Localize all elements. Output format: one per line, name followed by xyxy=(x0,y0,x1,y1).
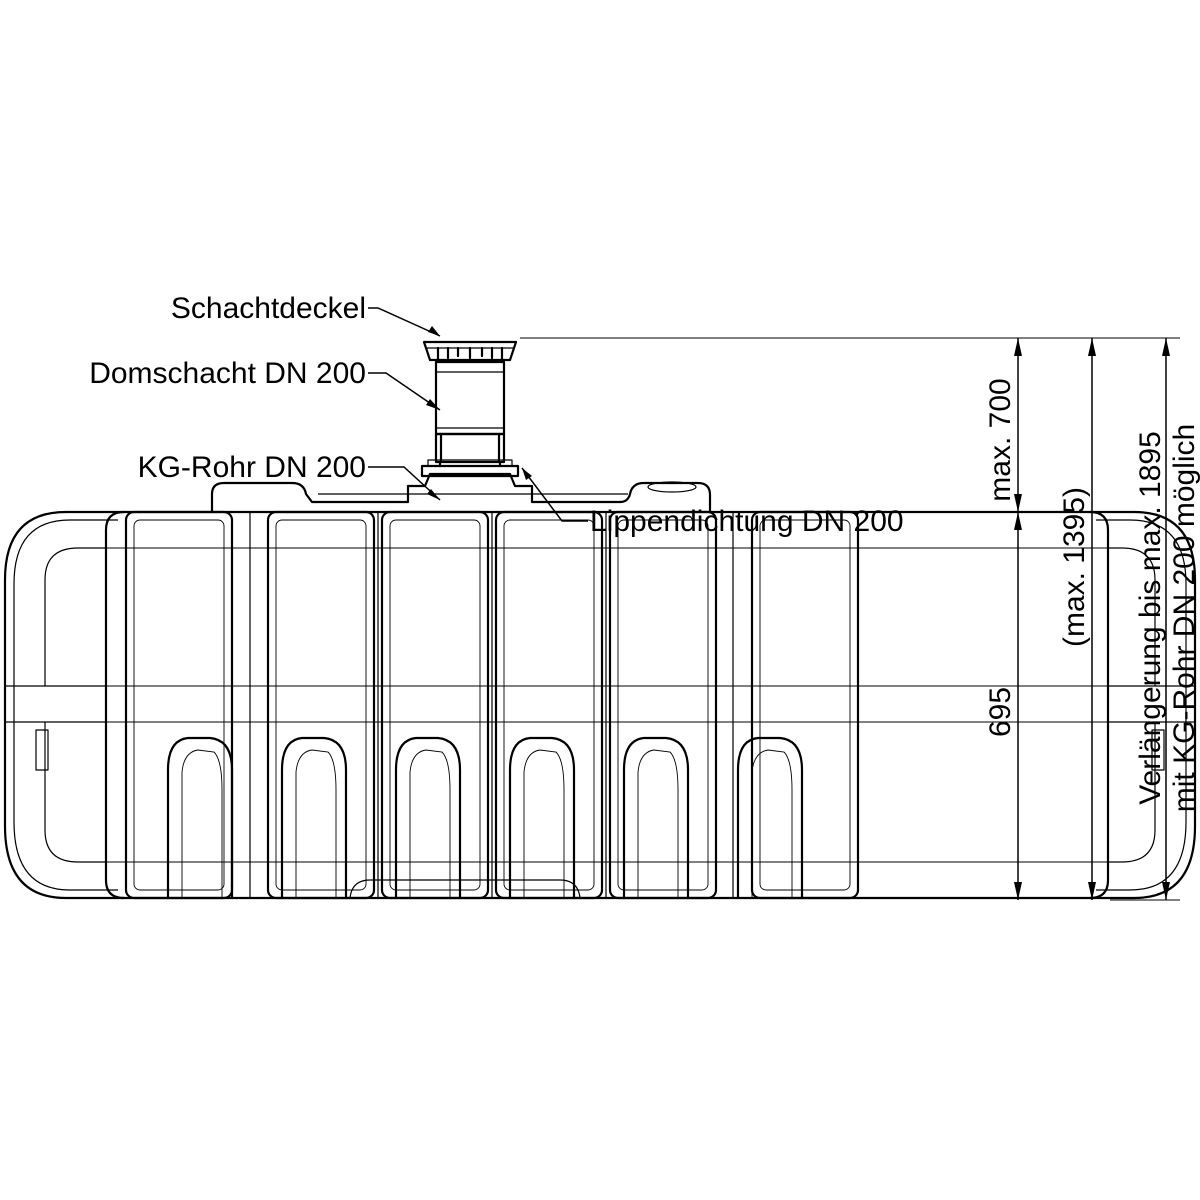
cover-teeth xyxy=(436,346,504,362)
dim-extension-line2: mit KG-Rohr DN 200 möglich xyxy=(1168,424,1200,812)
dome-shaft-assembly xyxy=(420,340,520,478)
tank-ribs xyxy=(124,510,860,900)
tank-body xyxy=(3,472,1197,900)
dimension-lines xyxy=(520,337,1180,901)
dim-shaft-max: max. 700 xyxy=(984,378,1017,501)
dim-extension-line1: Verlängerung bis max. 1895 xyxy=(1134,431,1167,805)
label-kg-pipe: KG-Rohr DN 200 xyxy=(138,451,366,484)
label-dome-shaft: Domschacht DN 200 xyxy=(89,357,366,390)
dim-tank-height: 695 xyxy=(984,687,1017,737)
label-lip-seal: Lippendichtung DN 200 xyxy=(590,505,904,538)
dim-total-max: (max. 1395) xyxy=(1058,487,1091,647)
leader-lines xyxy=(368,307,588,522)
label-cover: Schachtdeckel xyxy=(171,292,366,325)
tank-feet xyxy=(166,736,804,900)
